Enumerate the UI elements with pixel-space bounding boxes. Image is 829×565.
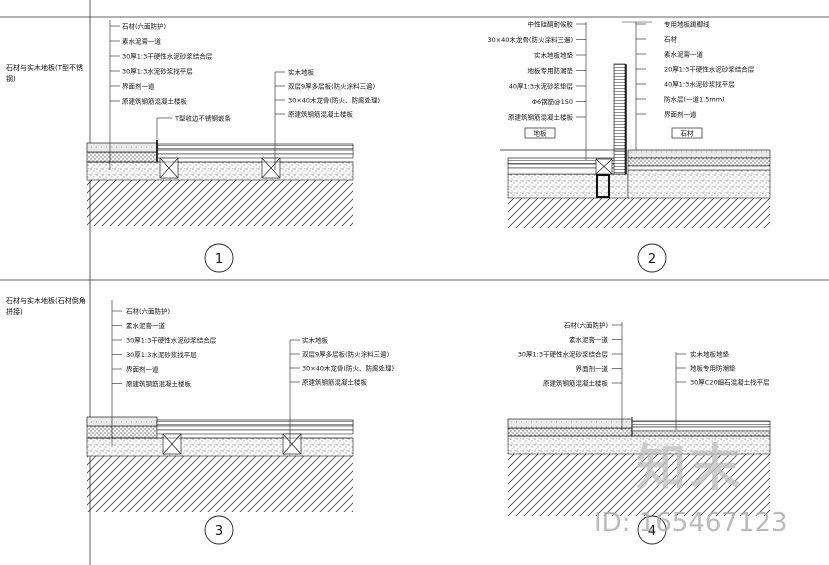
callout-label: 界面剂一道 — [122, 82, 155, 91]
callout-label: 原建筑钢筋混凝土楼板 — [288, 110, 354, 119]
side-title-1: 石材与实木地板(T型不锈钢) — [6, 64, 84, 83]
detail-1-number: 1 — [215, 252, 223, 267]
callout-label: 40厚1:3水泥砂浆找平层 — [664, 80, 735, 89]
detail-1-center-label: T型收边不锈钢嵌条 — [174, 114, 231, 123]
detail-1-left-labels: 石材(六面防护) 素水泥膏一道 30厚1:3干硬性水泥砂浆结合层 30厚1:3水泥砂浆… — [110, 22, 213, 106]
callout-label: 素水泥膏一道 — [569, 335, 609, 344]
callout-label: 30×40木龙骨(防火涂料三遍) — [487, 35, 573, 44]
callout-label: 20厚1:3干硬性水泥砂浆结合层 — [664, 65, 755, 74]
callout-label: 原建筑钢筋混凝土楼板 — [126, 379, 192, 388]
callout-label: 实木地板 — [288, 68, 315, 77]
callout-label: 原建筑钢筋混凝土楼板 — [508, 113, 574, 122]
detail-2: 地板 石材 中性硅酮耐候胶 30×40木龙骨(防火涂料三遍) 实木地板地垫地板专用防… — [487, 20, 771, 273]
callout-label: 专用地板踢脚线 — [664, 20, 710, 29]
watermark-logo: 知末 — [636, 439, 744, 497]
detail-4-number: 4 — [648, 524, 656, 539]
callout-label: 地板专用防潮垫 — [528, 66, 574, 75]
callout-label: 石材(六面防护) — [126, 307, 170, 316]
detail-3-number: 3 — [215, 524, 223, 539]
detail-2-tag-floor: 地板 — [534, 129, 548, 138]
callout-label: 原建筑钢筋混凝土楼板 — [543, 379, 609, 388]
callout-label: 中性硅酮耐候胶 — [528, 20, 574, 29]
callout-label: 界面剂一道 — [664, 110, 697, 119]
callout-label: Φ6钢筋@150 — [532, 97, 573, 106]
callout-label: 原建筑钢筋混凝土楼板 — [302, 378, 368, 387]
callout-label: 石材(六面防护) — [122, 22, 166, 31]
callout-label: 素水泥膏一道 — [122, 37, 162, 46]
callout-label: 实木地板 — [302, 336, 329, 345]
side-title-2: 石材与实木地板(石材倒角拼接) — [6, 297, 86, 316]
callout-label: 40厚1:3水泥砂浆垫层 — [509, 82, 574, 91]
detail-2-number: 2 — [648, 252, 656, 267]
callout-label: 地板专用防潮垫 — [690, 364, 736, 373]
detail-3-left-labels: 石材(六面防护) 素水泥膏一道 30厚1:3干硬性水泥砂浆结合层 30厚1:3水泥砂浆… — [112, 307, 217, 388]
detail-1: 石材(六面防护) 素水泥膏一道 30厚1:3干硬性水泥砂浆结合层 30厚1:3水泥砂浆… — [86, 20, 380, 273]
callout-label: 30厚1:3干硬性水泥砂浆结合层 — [122, 52, 213, 61]
detail-4-left-labels: 石材(六面防护) 素水泥膏一道 30厚1:3干硬性水泥砂浆结合层界面剂一道原建筑钢筋… — [518, 321, 622, 388]
callout-label: 实木地板地垫 — [690, 350, 730, 359]
callout-label: 30×40木龙骨(防火、防腐处理) — [288, 96, 380, 105]
callout-label: 双层9厚多层板(防火涂料三遍) — [288, 82, 375, 91]
callout-label: 防水层(一道1.5mm) — [664, 95, 725, 104]
callout-label: 素水泥膏一道 — [664, 50, 704, 59]
callout-label: 双层9厚多层板(防火涂料三遍) — [302, 350, 389, 359]
callout-label: 界面剂一道 — [126, 365, 159, 374]
callout-label: 30厚C20细石混凝土找平层 — [690, 378, 770, 387]
callout-label: 石材(六面防护) — [564, 321, 608, 330]
callout-label: 30×40木龙骨(防火、防腐处理) — [302, 364, 394, 373]
callout-label: 实木地板地垫 — [534, 51, 574, 60]
callout-label: 原建筑钢筋混凝土楼板 — [122, 97, 188, 106]
detail-2-tag-stone: 石材 — [681, 129, 695, 138]
callout-label: 30厚1:3水泥砂浆找平层 — [126, 350, 197, 359]
callout-label: 30厚1:3水泥砂浆找平层 — [122, 67, 193, 76]
callout-label: 石材 — [664, 35, 678, 44]
detail-4: 石材(六面防护) 素水泥膏一道 30厚1:3干硬性水泥砂浆结合层界面剂一道原建筑钢筋… — [507, 321, 771, 545]
detail-3: 石材(六面防护) 素水泥膏一道 30厚1:3干硬性水泥砂浆结合层 30厚1:3水泥砂浆… — [86, 300, 394, 545]
callout-label: 30厚1:3干硬性水泥砂浆结合层 — [126, 336, 217, 345]
callout-label: 素水泥膏一道 — [126, 321, 166, 330]
callout-label: 界面剂一道 — [576, 364, 609, 373]
callout-label: 30厚1:3干硬性水泥砂浆结合层 — [518, 350, 609, 359]
watermark-id: ID: 165467123 — [594, 508, 788, 538]
